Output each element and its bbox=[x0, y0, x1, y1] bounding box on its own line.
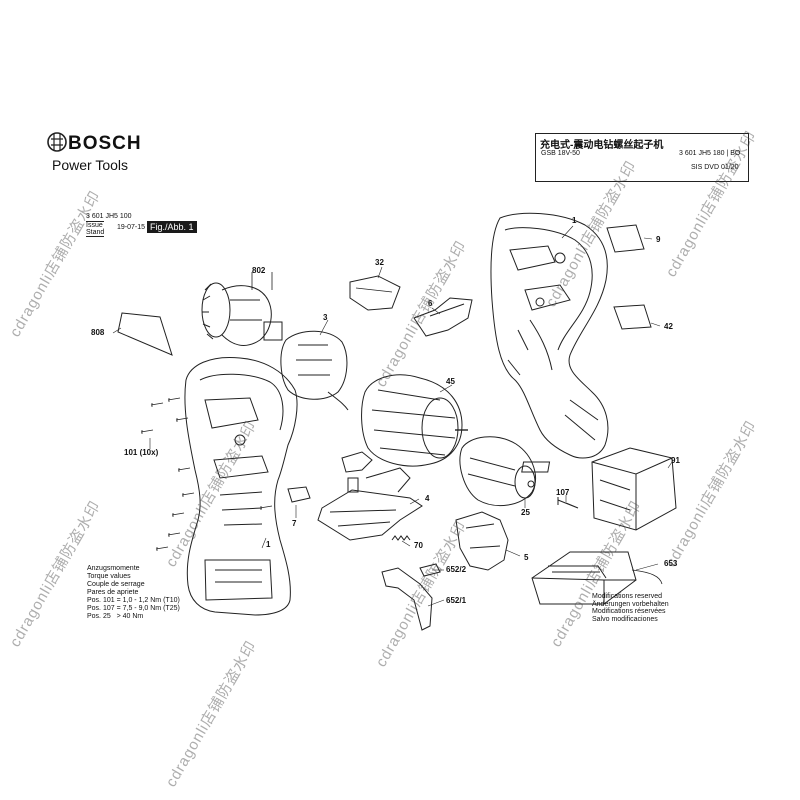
callout-6: 6 bbox=[428, 299, 433, 308]
callout-1-left: 1 bbox=[266, 540, 271, 549]
callout-107: 107 bbox=[556, 488, 570, 497]
callout-653: 653 bbox=[664, 559, 678, 568]
callout-652-1: 652/1 bbox=[446, 596, 467, 605]
housing-left-half bbox=[185, 357, 297, 615]
model-name: GSB 18V-50 bbox=[541, 150, 580, 157]
part-number: 3 601 JH5 180 | BO bbox=[679, 150, 741, 157]
callout-25: 25 bbox=[521, 508, 530, 517]
document-number: 3 601 JH5 100 bbox=[86, 213, 132, 220]
switch-6 bbox=[414, 298, 472, 336]
label-plate-808 bbox=[118, 313, 172, 355]
charger-653 bbox=[532, 552, 662, 604]
issue-label: Issue Stand bbox=[86, 221, 105, 237]
callout-5: 5 bbox=[524, 553, 529, 562]
callout-70: 70 bbox=[414, 541, 423, 550]
torque-values: Anzugsmomente Torque values Couple de se… bbox=[87, 565, 180, 621]
bosch-logo-icon bbox=[48, 133, 66, 151]
callout-4: 4 bbox=[425, 494, 430, 503]
battery-91 bbox=[522, 448, 676, 530]
label-plate-9 bbox=[607, 225, 644, 252]
callout-45: 45 bbox=[446, 377, 455, 386]
callout-1: 1 bbox=[572, 216, 577, 225]
callout-808: 808 bbox=[91, 328, 105, 337]
modifications-de: Änderungen vorbehalten bbox=[592, 600, 669, 608]
torque-heading-de: Anzugsmomente bbox=[87, 565, 140, 572]
housing-right-half bbox=[491, 213, 608, 458]
figure-label: Fig./Abb. 1 bbox=[147, 221, 197, 233]
screw-107 bbox=[558, 497, 578, 508]
torque-heading-es: Pares de apriete bbox=[87, 589, 139, 596]
motor-802 bbox=[202, 272, 282, 345]
spring-70 bbox=[392, 536, 410, 540]
callout-802: 802 bbox=[252, 266, 266, 275]
product-title: 充电式-震动电钻螺丝起子机 bbox=[540, 140, 664, 151]
callout-9: 9 bbox=[656, 235, 661, 244]
callout-32: 32 bbox=[375, 258, 384, 267]
part-32 bbox=[350, 276, 400, 310]
motor-housing-3 bbox=[281, 331, 348, 410]
callout-7: 7 bbox=[292, 519, 297, 528]
callout-3: 3 bbox=[323, 313, 328, 322]
callout-101: 101 (10x) bbox=[124, 448, 159, 457]
label-plate-42 bbox=[614, 305, 651, 329]
issue-date: 19-07-15 bbox=[117, 224, 146, 231]
sis-version: SIS DVD 01/20 bbox=[691, 164, 739, 171]
modifications-fr: Modifications réservées bbox=[592, 608, 666, 615]
modifications-es: Salvo modificaciones bbox=[592, 615, 658, 623]
brand-subtitle: Power Tools bbox=[52, 157, 129, 173]
modifications-en: Modifications reserved bbox=[592, 593, 663, 600]
part-7 bbox=[288, 487, 310, 502]
torque-row: Pos. 25 > 40 Nm bbox=[87, 613, 144, 620]
issue-label-en: Issue bbox=[86, 222, 103, 229]
chuck-25 bbox=[460, 437, 535, 506]
issue-label-de: Stand bbox=[86, 229, 105, 236]
screws-101 bbox=[141, 398, 272, 551]
torque-row: Pos. 101 = 1,0 - 1,2 Nm (T10) bbox=[87, 597, 180, 604]
torque-heading-fr: Couple de serrage bbox=[87, 581, 145, 588]
brand-name: BOSCH bbox=[68, 133, 142, 154]
title-block bbox=[535, 133, 749, 182]
modifications-notice: Modifications reserved Änderungen vorbeh… bbox=[592, 593, 669, 623]
torque-heading-en: Torque values bbox=[87, 573, 131, 580]
callout-42: 42 bbox=[664, 322, 673, 331]
gearbox-45 bbox=[362, 375, 468, 466]
callout-652-2: 652/2 bbox=[446, 565, 467, 574]
torque-row: Pos. 107 = 7,5 - 9,0 Nm (T25) bbox=[87, 605, 180, 612]
electronics-module-4 bbox=[318, 452, 422, 540]
part-5 bbox=[456, 512, 508, 570]
belt-clip-652 bbox=[382, 564, 440, 630]
callout-91: 91 bbox=[671, 456, 680, 465]
